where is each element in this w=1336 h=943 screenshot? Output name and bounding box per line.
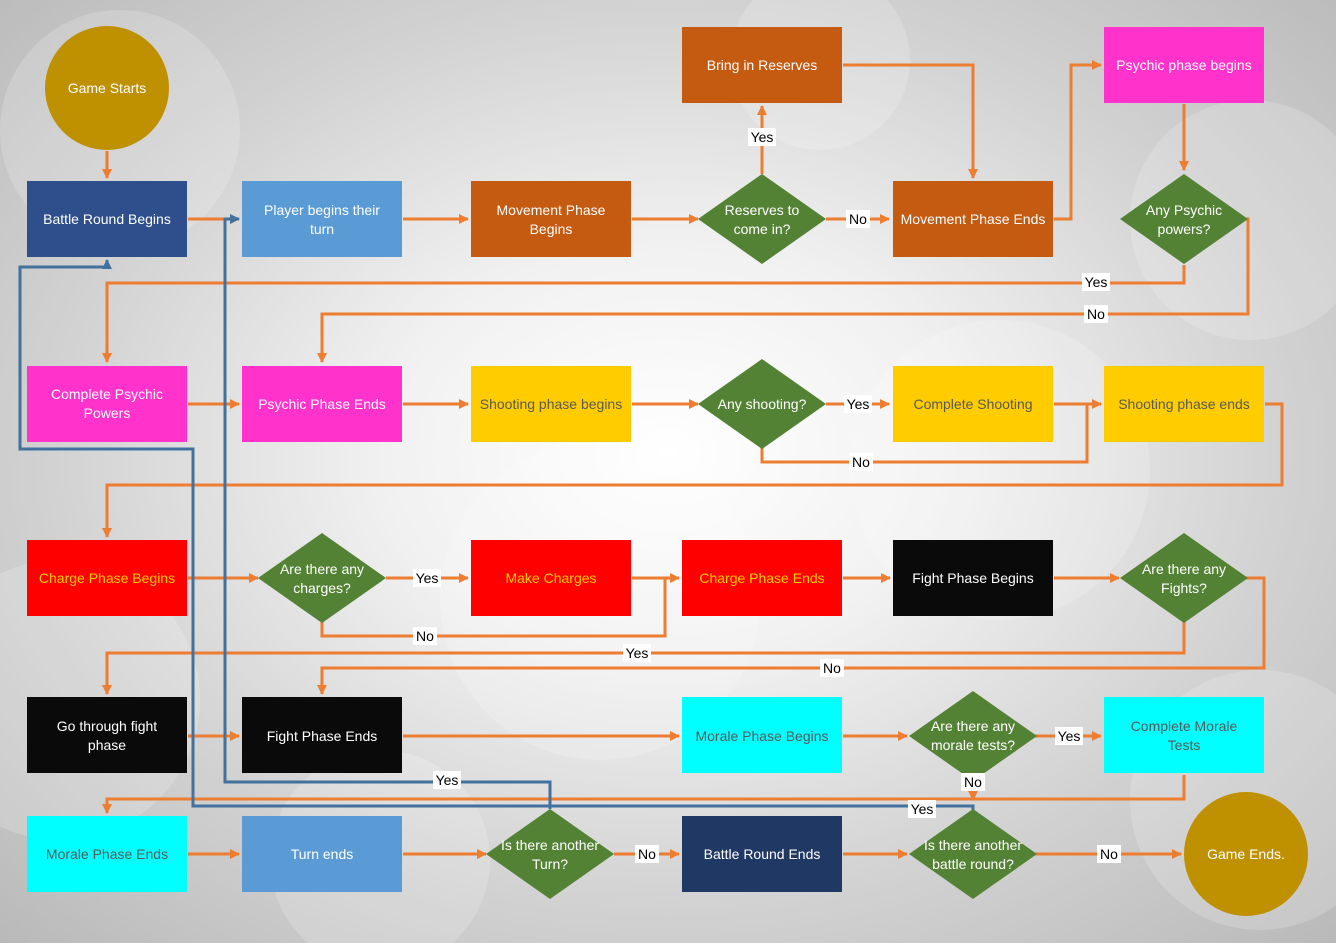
node-label: Game Starts (68, 80, 147, 96)
node-label: Shooting phase ends (1118, 396, 1250, 412)
node-any-shooting[interactable] (698, 359, 826, 449)
node-movement-phase-ends[interactable] (893, 181, 1053, 257)
connector (317, 576, 1266, 695)
node-is-there-another-battle-round[interactable] (909, 809, 1037, 899)
node-movement-phase-begins[interactable] (471, 181, 631, 257)
node-are-there-any-fights[interactable] (1120, 533, 1248, 623)
node-are-there-any-morale-tests[interactable] (909, 691, 1037, 781)
node-label: Shooting phase begins (480, 396, 622, 412)
node-morale-phase-begins[interactable] (682, 697, 842, 773)
edge-label-another-turn-yes: Yes (436, 772, 459, 788)
node-label: Charge Phase Ends (699, 570, 824, 586)
nodes: Game Starts Bring in Reserves Psychic ph… (27, 26, 1308, 916)
loop-connector-another-turn (223, 214, 552, 809)
connector (102, 265, 1186, 363)
node-go-through-fight-phase[interactable] (27, 697, 187, 773)
node-shooting-phase-begins[interactable] (471, 366, 631, 442)
connector (102, 402, 1284, 538)
node-label: Movement Phase Ends (901, 211, 1046, 227)
edge-labels: Yes No Yes No Yes No Yes No Yes No Yes N… (413, 128, 1121, 863)
edge-label-psychic-no: No (1087, 306, 1105, 322)
node-psychic-phase-ends[interactable] (242, 366, 402, 442)
node-any-psychic-powers[interactable] (1120, 174, 1248, 264)
loop-connectors (18, 214, 975, 810)
node-label: Make Charges (505, 570, 596, 586)
node-label: Fight Phase Ends (267, 728, 378, 744)
node-label: Bring in Reserves (707, 57, 818, 73)
node-are-there-any-charges[interactable] (258, 533, 386, 623)
node-label: Psychic phase begins (1116, 57, 1251, 73)
node-label: Morale Phase Ends (46, 846, 168, 862)
loop-connector-another-round (18, 259, 975, 810)
node-battle-round-begins[interactable] (27, 181, 187, 257)
node-complete-morale-tests[interactable] (1104, 697, 1264, 773)
edge-label-fights-no: No (823, 660, 841, 676)
node-label: Turn ends (291, 846, 354, 862)
node-complete-psychic-powers[interactable] (27, 366, 187, 442)
connector (102, 775, 1186, 814)
node-psychic-phase-begins[interactable] (1104, 27, 1264, 103)
node-complete-shooting[interactable] (893, 366, 1053, 442)
node-label: Charge Phase Begins (39, 570, 175, 586)
node-label: Complete Shooting (913, 396, 1032, 412)
node-fight-phase-ends[interactable] (242, 697, 402, 773)
edge-label-psychic-yes: Yes (1085, 274, 1108, 290)
node-battle-round-ends[interactable] (682, 816, 842, 892)
node-is-there-another-turn[interactable] (486, 809, 614, 899)
edge-label-charges-yes: Yes (416, 570, 439, 586)
node-shooting-phase-ends[interactable] (1104, 366, 1264, 442)
connector (760, 404, 1089, 464)
edge-label-morale-yes: Yes (1058, 728, 1081, 744)
node-fight-phase-begins[interactable] (893, 540, 1053, 616)
edge-label-shooting-yes: Yes (847, 396, 870, 412)
edge-label-another-round-yes: Yes (911, 801, 934, 817)
node-game-starts[interactable] (45, 26, 169, 150)
node-turn-ends[interactable] (242, 816, 402, 892)
node-charge-phase-begins[interactable] (27, 540, 187, 616)
node-charge-phase-ends[interactable] (682, 540, 842, 616)
node-label: Psychic Phase Ends (258, 396, 386, 412)
node-label: Battle Round Ends (704, 846, 821, 862)
node-reserves-to-come-in[interactable] (698, 174, 826, 264)
connector (320, 578, 667, 638)
connector (843, 63, 978, 179)
node-label: Morale Phase Begins (695, 728, 828, 744)
node-morale-phase-ends[interactable] (27, 816, 187, 892)
node-label: Any shooting? (718, 396, 807, 412)
edge-label-another-round-no: No (1100, 846, 1118, 862)
edge-label-charges-no: No (416, 628, 434, 644)
edge-label-reserves-yes: Yes (751, 129, 774, 145)
edge-label-another-turn-no: No (638, 846, 656, 862)
node-game-ends[interactable] (1184, 792, 1308, 916)
edge-label-shooting-no: No (852, 454, 870, 470)
node-player-begins-turn[interactable] (242, 181, 402, 257)
node-label: Fight Phase Begins (912, 570, 1033, 586)
edge-label-fights-yes: Yes (626, 645, 649, 661)
node-make-charges[interactable] (471, 540, 631, 616)
edge-label-reserves-no: No (849, 211, 867, 227)
edge-label-morale-no: No (964, 774, 982, 790)
node-label: Battle Round Begins (43, 211, 171, 227)
node-label: Game Ends. (1207, 846, 1285, 862)
node-bring-in-reserves[interactable] (682, 27, 842, 103)
connector (1054, 60, 1102, 221)
